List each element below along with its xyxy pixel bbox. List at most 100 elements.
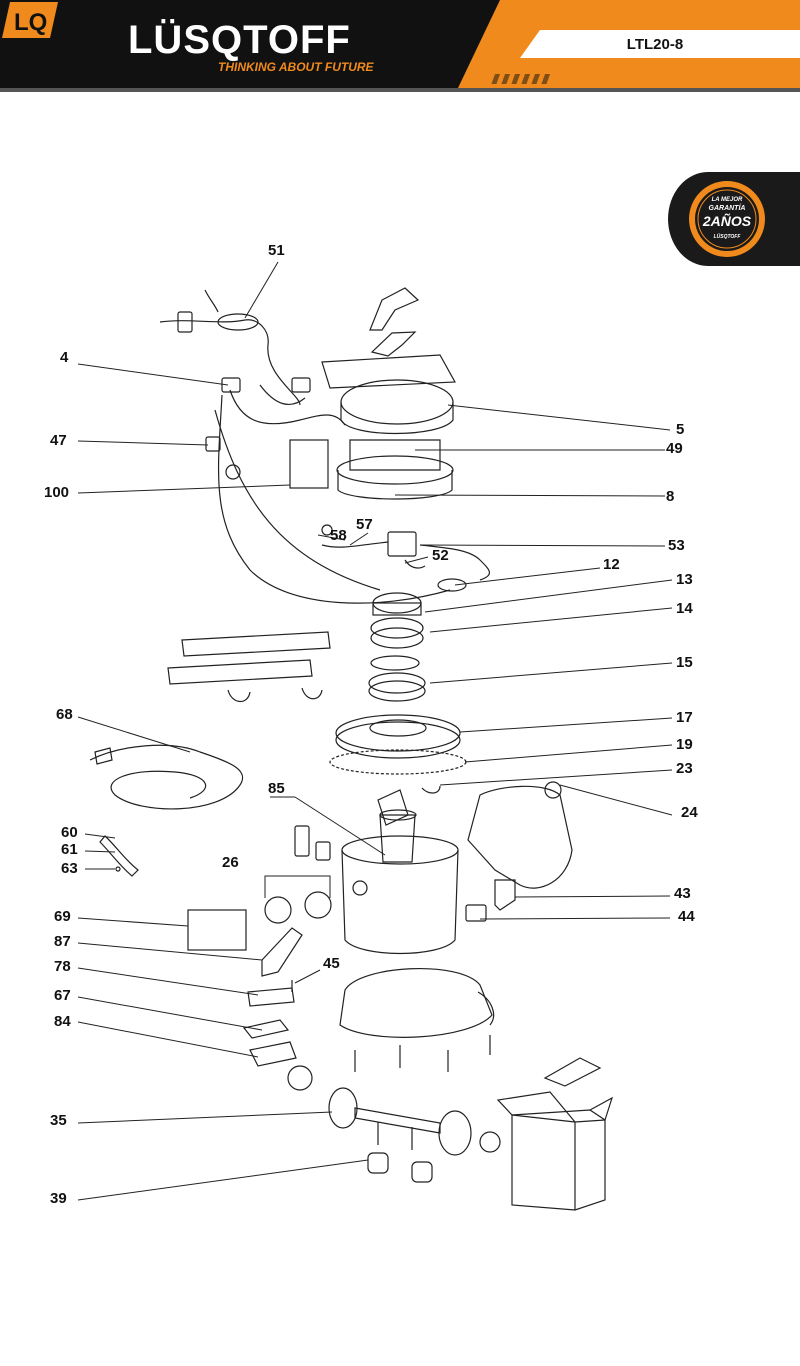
part-label-49: 49 <box>666 440 683 457</box>
leader-51 <box>244 261 279 319</box>
cord-coil <box>217 313 259 331</box>
leader-47 <box>77 440 209 446</box>
nozzle-60 <box>99 835 139 877</box>
part-label-15: 15 <box>676 654 693 671</box>
tool-84 <box>249 1041 297 1067</box>
part-26-b <box>304 891 332 919</box>
leader-4 <box>77 363 229 386</box>
part-label-24: 24 <box>681 804 698 821</box>
ring-17 <box>335 714 461 752</box>
part-100 <box>289 439 329 489</box>
part-label-51: 51 <box>268 242 285 259</box>
pcb-53 <box>387 531 417 557</box>
tube-lower <box>167 659 313 685</box>
part-label-5: 5 <box>676 421 685 438</box>
leader-61 <box>84 850 116 853</box>
leader-14 <box>429 607 673 633</box>
part-26-a <box>264 896 292 924</box>
part-label-53: 53 <box>668 537 685 554</box>
part-label-58: 58 <box>330 527 347 544</box>
part-label-13: 13 <box>676 571 693 588</box>
crevice-87 <box>261 927 303 977</box>
leader-26 <box>264 875 331 898</box>
leader-19 <box>464 744 673 763</box>
leader-5 <box>447 404 671 431</box>
part-label-14: 14 <box>676 600 693 617</box>
part-label-57: 57 <box>356 516 373 533</box>
part-label-43: 43 <box>674 885 691 902</box>
part-label-44: 44 <box>678 908 695 925</box>
part-label-19: 19 <box>676 736 693 753</box>
filter-85 <box>379 814 416 863</box>
gasket-19 <box>329 749 467 775</box>
warranty-line-2: GARANTÍA <box>708 205 746 212</box>
part-label-87: 87 <box>54 933 71 950</box>
model-number: LTL20-8 <box>626 36 684 53</box>
part-12 <box>437 578 467 592</box>
leader-58 <box>317 534 346 541</box>
tool-67 <box>242 1019 290 1039</box>
part-47 <box>205 436 221 452</box>
part-label-8: 8 <box>666 488 675 505</box>
warranty-years: 2AÑOS <box>702 213 752 229</box>
brand-name: LÜSQTOFF <box>128 18 351 62</box>
warranty-brand: LÜSQTOFF <box>713 234 741 240</box>
leader-78 <box>77 967 259 996</box>
brush-78 <box>247 987 295 1007</box>
brand-tagline: THINKING ABOUT FUTURE <box>218 60 374 74</box>
part-label-68: 68 <box>56 706 73 723</box>
base <box>339 967 493 1038</box>
leader-45 <box>294 969 321 984</box>
part-43 <box>494 879 516 911</box>
part-label-23: 23 <box>676 760 693 777</box>
grommet <box>225 464 241 480</box>
leader-15 <box>429 662 673 684</box>
bag-69 <box>187 909 247 951</box>
leader-100 <box>77 484 291 494</box>
part-label-4: 4 <box>60 349 69 366</box>
part-44 <box>465 904 487 922</box>
part-label-100: 100 <box>44 484 70 501</box>
power-cord <box>159 319 301 406</box>
part-label-45: 45 <box>323 955 340 972</box>
header-background <box>0 0 800 92</box>
leader-84 <box>77 1021 259 1058</box>
part-label-39: 39 <box>50 1190 67 1207</box>
part-label-35: 35 <box>50 1112 67 1129</box>
lid-top-5 <box>340 379 454 425</box>
plug <box>177 311 193 333</box>
leader-12 <box>454 567 601 586</box>
part-label-26: 26 <box>222 854 239 871</box>
switch-4 <box>221 377 241 393</box>
part-label-85: 85 <box>268 780 285 797</box>
part-label-84: 84 <box>54 1013 71 1030</box>
leader-39 <box>77 1159 369 1201</box>
part-label-60: 60 <box>61 824 78 841</box>
leader-67 <box>77 996 263 1031</box>
part-15 <box>368 672 426 694</box>
page-header: LQ LÜSQTOFF THINKING ABOUT FUTURE LTL20-… <box>0 0 800 92</box>
part-label-12: 12 <box>603 556 620 573</box>
part-23 <box>421 785 441 794</box>
tank <box>341 835 459 865</box>
motor-49 <box>349 439 441 471</box>
part-label-78: 78 <box>54 958 71 975</box>
caster-39 <box>367 1152 389 1174</box>
leader-23 <box>439 769 673 786</box>
leader-35 <box>77 1111 333 1124</box>
part-label-52: 52 <box>432 547 449 564</box>
leader-44 <box>479 917 671 920</box>
handle <box>369 287 420 331</box>
wheel-35 <box>328 1087 358 1129</box>
warranty-badge-icon <box>668 172 800 266</box>
leader-53 <box>419 544 666 547</box>
part-label-17: 17 <box>676 709 693 726</box>
part-label-61: 61 <box>61 841 78 858</box>
leader-43 <box>514 895 671 898</box>
leader-57 <box>349 532 369 546</box>
warranty-line-1: LA MEJOR <box>711 197 743 203</box>
brand-logo-icon: LQ <box>2 2 58 38</box>
leader-13 <box>424 579 673 613</box>
leader-60 <box>84 833 116 839</box>
